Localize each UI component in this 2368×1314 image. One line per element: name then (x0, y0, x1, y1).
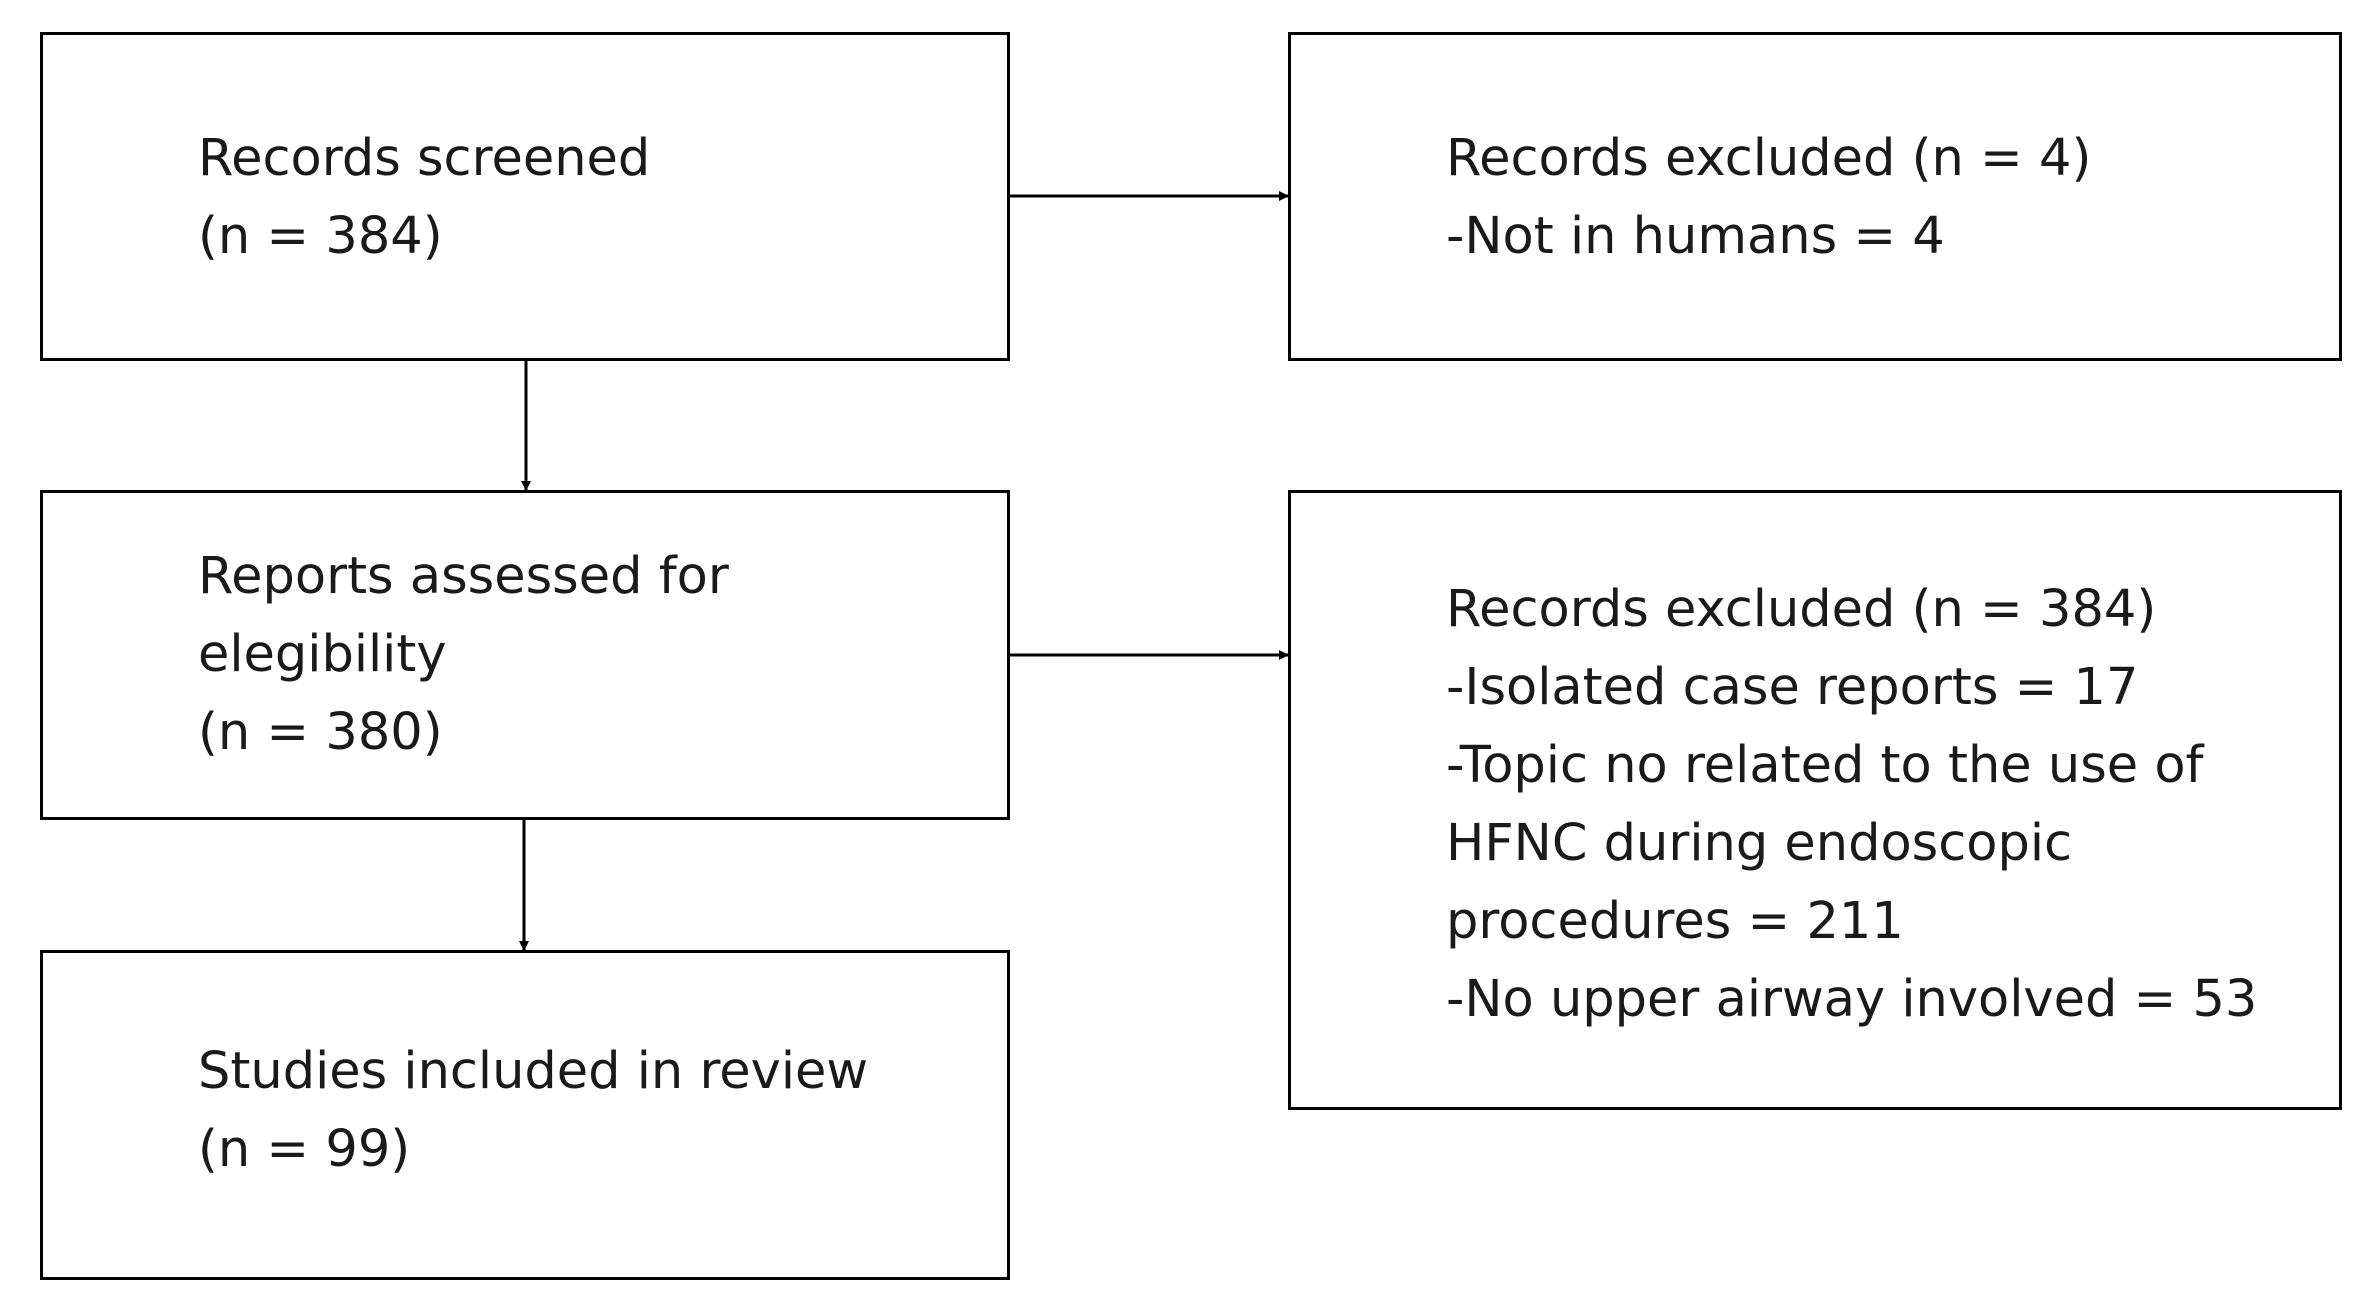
studies-included-text: Studies included in review (n = 99) (198, 1033, 868, 1189)
records-screened-label: Records screened (198, 129, 651, 188)
records-excluded-second-reason-topic-count: procedures = 211 (1446, 892, 1904, 951)
records-excluded-first-title: Records excluded (n = 4) (1446, 129, 2092, 188)
records-excluded-second-reason-topic: -Topic no related to the use of (1446, 736, 2204, 795)
reports-assessed-label: Reports assessed for (198, 547, 729, 606)
records-excluded-second-reason-topic-cont: HFNC during endoscopic (1446, 814, 2073, 873)
records-screened-text: Records screened (n = 384) (198, 120, 650, 276)
reports-assessed-text: Reports assessed for elegibility (n = 38… (198, 538, 729, 772)
studies-included-count: (n = 99) (198, 1120, 411, 1179)
records-excluded-first-reason: -Not in humans = 4 (1446, 207, 1945, 266)
records-excluded-second-title: Records excluded (n = 384) (1446, 580, 2157, 639)
records-excluded-second-reason-case-reports: -Isolated case reports = 17 (1446, 658, 2139, 717)
reports-assessed-label-cont: elegibility (198, 625, 447, 684)
reports-assessed-count: (n = 380) (198, 703, 443, 762)
studies-included-box: Studies included in review (n = 99) (40, 950, 1010, 1280)
records-excluded-second-reason-airway: -No upper airway involved = 53 (1446, 970, 2258, 1029)
records-screened-count: (n = 384) (198, 207, 443, 266)
reports-assessed-box: Reports assessed for elegibility (n = 38… (40, 490, 1010, 820)
records-excluded-second-text: Records excluded (n = 384) -Isolated cas… (1446, 571, 2257, 1039)
records-excluded-first-box: Records excluded (n = 4) -Not in humans … (1288, 32, 2342, 361)
studies-included-label: Studies included in review (198, 1042, 869, 1101)
records-screened-box: Records screened (n = 384) (40, 32, 1010, 361)
records-excluded-second-box: Records excluded (n = 384) -Isolated cas… (1288, 490, 2342, 1110)
records-excluded-first-text: Records excluded (n = 4) -Not in humans … (1446, 120, 2091, 276)
